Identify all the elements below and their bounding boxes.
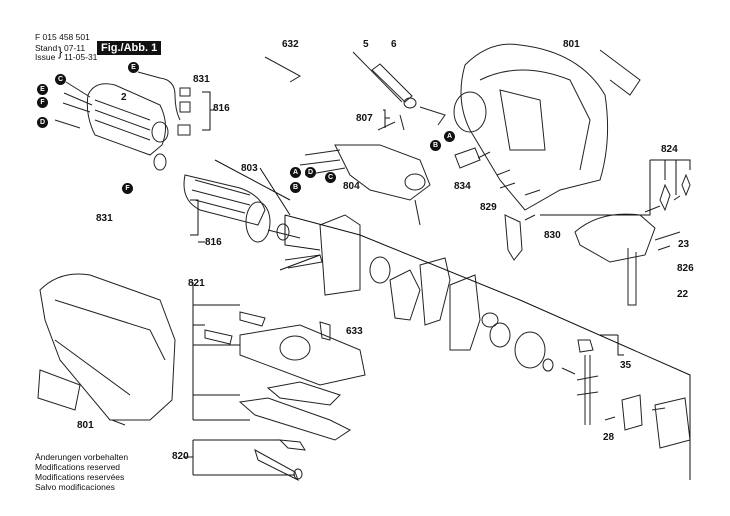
housing-left-drawing: [37, 273, 176, 426]
connector-marker-e-lead: E: [128, 62, 139, 73]
part-label-826: 826: [677, 263, 694, 274]
part-label-35: 35: [620, 360, 632, 371]
part-number: F 015 458 501: [35, 32, 90, 42]
motor-field-drawing: [86, 83, 169, 156]
modification-notice: Änderungen vorbehalten Modifications res…: [35, 452, 128, 492]
brace: }: [58, 44, 63, 59]
connector-marker-f: F: [37, 97, 48, 108]
hex-key-drawing: [264, 56, 302, 83]
screw-807-drawing: [377, 114, 405, 131]
bracket-824-drawing: [644, 173, 691, 213]
part-label-834: 834: [454, 181, 471, 192]
part-label-632: 632: [282, 39, 299, 50]
part-label-6: 6: [391, 39, 397, 50]
connector-marker-f-mid: F: [122, 183, 133, 194]
connector-marker-b-tube: B: [430, 140, 441, 151]
connector-marker-a-switch: A: [290, 167, 301, 178]
part-label-829: 829: [480, 202, 497, 213]
part-label-830: 830: [544, 230, 561, 241]
issue-value: 11-05-31: [64, 52, 98, 62]
figure-label: Fig./Abb. 1: [97, 41, 162, 55]
small-parts-drawing: [454, 147, 541, 261]
part-label-831-mid: 831: [96, 213, 113, 224]
baseplate-821-drawing: [204, 311, 366, 441]
notice-line-fr: Modifications reservées: [35, 472, 125, 482]
armature-drawing: [153, 153, 301, 243]
notice-line-de: Änderungen vorbehalten: [35, 452, 129, 462]
support-block-drawing: [621, 394, 691, 449]
stand-label: Stand: [35, 43, 58, 53]
part-label-633: 633: [346, 326, 363, 337]
leader-lines: [183, 91, 691, 480]
lever-820-drawing: [254, 439, 306, 482]
connector-marker-a-tube: A: [444, 131, 455, 142]
part-label-807: 807: [356, 113, 373, 124]
stand-value: 07-11: [64, 43, 86, 53]
carbon-brush-top-drawing: [177, 87, 191, 136]
notice-line-en: Modifications reserved: [35, 462, 121, 472]
part-label-801-top: 801: [563, 39, 580, 50]
part-label-5: 5: [363, 39, 369, 50]
plunger-tube-drawing: [352, 51, 446, 126]
housing-right-drawing: [453, 43, 641, 211]
part-label-816-mid: 816: [205, 237, 222, 248]
connector-marker-b-switch: B: [290, 182, 301, 193]
part-label-816-top: 816: [213, 103, 230, 114]
part-label-804: 804: [343, 181, 360, 192]
part-label-821: 821: [188, 278, 205, 289]
part-label-23: 23: [678, 239, 690, 250]
notice-line-es: Salvo modificaciones: [35, 482, 115, 492]
part-label-824: 824: [661, 144, 678, 155]
part-label-2: 2: [121, 92, 127, 103]
part-label-820: 820: [172, 451, 189, 462]
connector-marker-d: D: [37, 117, 48, 128]
connector-marker-e: E: [37, 84, 48, 95]
part-label-803: 803: [241, 163, 258, 174]
connector-marker-c-switch: C: [325, 172, 336, 183]
plunger-rod-drawing: [576, 339, 616, 425]
gearbox-drawing: [284, 214, 576, 375]
part-label-801-bottom: 801: [77, 420, 94, 431]
issue-label: Issue: [35, 52, 56, 62]
part-label-28: 28: [603, 432, 615, 443]
connector-marker-d-switch: D: [305, 167, 316, 178]
part-label-22: 22: [677, 289, 689, 300]
leads-drawing: [54, 71, 181, 129]
switch-drawing: [299, 144, 431, 226]
guide-shoe-drawing: [574, 213, 681, 306]
part-label-831-top: 831: [193, 74, 210, 85]
connector-marker-c: C: [55, 74, 66, 85]
